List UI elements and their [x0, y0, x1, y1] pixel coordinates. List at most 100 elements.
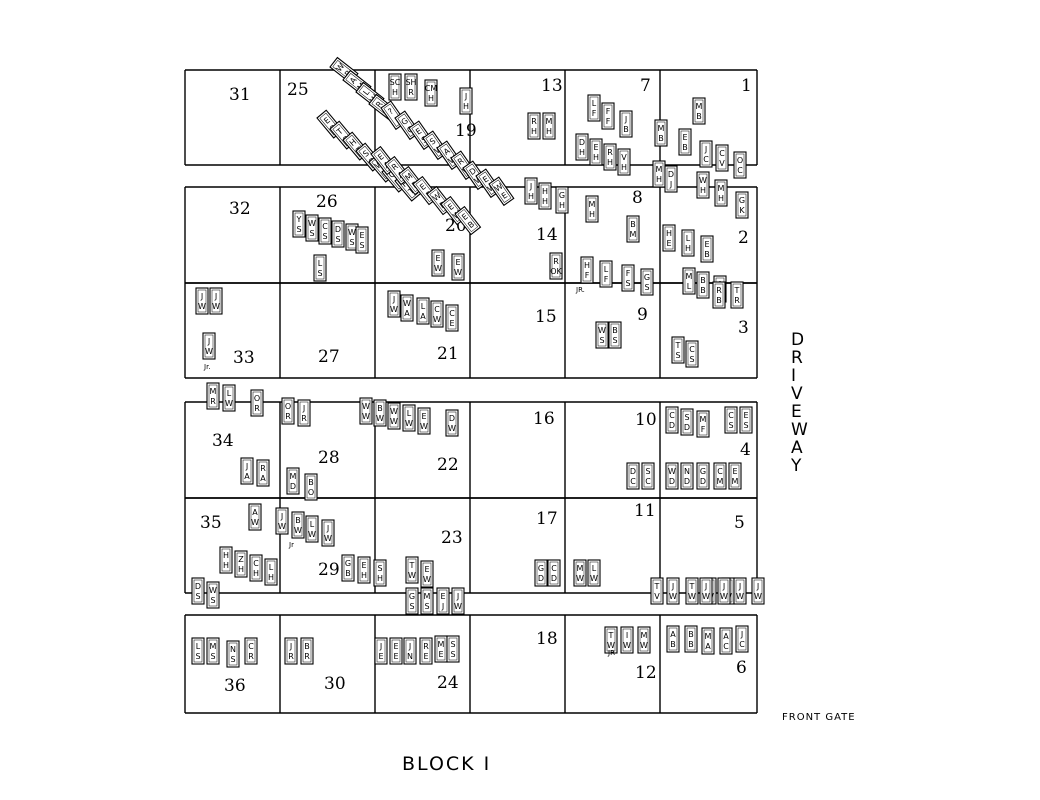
gravestone: TW [405, 556, 419, 584]
gravestone-initial: W [590, 574, 598, 583]
gravestone-initial: B [670, 640, 676, 649]
suffix-note: Jr. [203, 363, 211, 371]
gravestone: ME [434, 635, 448, 663]
gravestone-initial: R [408, 88, 414, 97]
gravestone: LS [191, 637, 205, 665]
gravestone-initial: J [756, 582, 759, 591]
lot-number: 9 [637, 305, 648, 325]
gravestone: CS [685, 340, 699, 368]
gravestone-initial: B [612, 326, 618, 335]
gravestone: WW [387, 402, 401, 430]
lot-number: 36 [224, 676, 246, 696]
suffix-note: JR [607, 649, 615, 657]
gravestone: GH [555, 186, 569, 214]
gravestone-initial: E [322, 116, 332, 126]
driveway-letter: V [791, 384, 803, 404]
gravestone: EW [420, 560, 434, 588]
gravestone: EE [389, 637, 403, 665]
gravestone-initial: J [722, 582, 725, 591]
lot-number: 10 [635, 410, 657, 430]
gravestone-initial: R [248, 652, 254, 661]
gravestone-initial: E [378, 652, 383, 661]
gravestone-initial: E [393, 642, 398, 651]
gravestone: AC [719, 627, 733, 655]
gravestone: JB [619, 110, 633, 138]
gravestone-initial: J [302, 404, 305, 413]
gravestone-initial: G [644, 273, 650, 282]
gravestone-initial: C [434, 305, 440, 314]
gravestone-initial: A [404, 309, 410, 318]
gravestone-initial: M [656, 165, 663, 174]
gravestone-initial: B [700, 276, 706, 285]
gravestone-initial: F [606, 107, 611, 116]
gravestone-initial: V [654, 592, 660, 601]
gravestone-initial: M [424, 592, 431, 601]
gravestone-initial: S [675, 351, 680, 360]
gravestone: WW [359, 397, 373, 425]
gravestone-initial: W [720, 592, 728, 601]
lot-number: 23 [441, 528, 463, 548]
lot-number: 25 [287, 80, 309, 100]
gravestone-initial: C [387, 169, 397, 180]
gravestone: DH [575, 133, 589, 161]
gravestone-initial: W [736, 592, 744, 601]
gravestone-initial: G [559, 191, 565, 200]
gravestone: ND [680, 462, 694, 490]
gravestone-initial: W [423, 575, 431, 584]
gravestone-initial: W [390, 417, 398, 426]
lot-number: 18 [536, 629, 558, 649]
gravestone-initial: G [400, 116, 410, 127]
gravestone-initial: D [538, 574, 544, 583]
gravestone-initial: W [324, 534, 332, 543]
gravestone-initial: J [464, 92, 467, 101]
gravestone-initial: E [418, 182, 428, 192]
gravestone-initial: W [640, 641, 648, 650]
gravestone-initial: J [245, 462, 248, 471]
gravestone: LW [305, 515, 319, 543]
gravestone-initial: W [408, 571, 416, 580]
lot-number: 24 [437, 673, 459, 693]
gravestone-initial: J [326, 524, 329, 533]
gravestone-initial: D [195, 582, 201, 591]
lot-number: 4 [740, 440, 751, 460]
gravestone-initial: G [700, 467, 706, 476]
gravestone: CE [445, 304, 459, 332]
gravestone-initial: S [359, 241, 364, 250]
gravestone: BM [626, 215, 640, 243]
gravestone: BB [696, 271, 710, 299]
lot-number: 5 [734, 513, 745, 533]
suffix-note: JR. [575, 286, 585, 294]
gravestone-initial: E [435, 254, 440, 263]
gravestone-initial: H [666, 229, 672, 238]
gravestone-initial: W [209, 586, 217, 595]
gravestone-initial: W [448, 424, 456, 433]
gravestone-initial: J [408, 642, 411, 651]
gravestone-initial: W [205, 347, 213, 356]
gravestone-initial: L [318, 259, 323, 268]
gravestone-initial: C [248, 642, 254, 651]
gravestone-initial: W [308, 530, 316, 539]
gravestone-initial: W [576, 574, 584, 583]
gravestone-initial: J [740, 630, 743, 639]
gravestone: CM [713, 462, 727, 490]
gravestone-initial: M [700, 415, 707, 424]
gravestone-initial: B [682, 143, 688, 152]
gravestone: HE [662, 224, 676, 252]
gravestone: BB [684, 625, 698, 653]
gravestone-initial: T [608, 631, 614, 640]
gravestone: JW [751, 577, 765, 605]
gravestone-layer: WBAMLWRHEBTBHTSBWJCSHT?GGESSWAWRWDWEWWEE… [191, 56, 765, 668]
gravestone: JW [733, 577, 747, 605]
gravestone-initial: M [589, 200, 596, 209]
gravestone-initial: L [269, 563, 274, 572]
gravestone-initial: E [424, 565, 429, 574]
gravestone-initial: C [728, 411, 734, 420]
gravestone-initial: E [361, 561, 366, 570]
gravestone-initial: R [374, 99, 385, 109]
gravestone-initial: J [529, 182, 532, 191]
gravestone-initial: S [309, 229, 314, 238]
gravestone: CH [249, 554, 263, 582]
gravestone-initial: H [400, 178, 410, 189]
